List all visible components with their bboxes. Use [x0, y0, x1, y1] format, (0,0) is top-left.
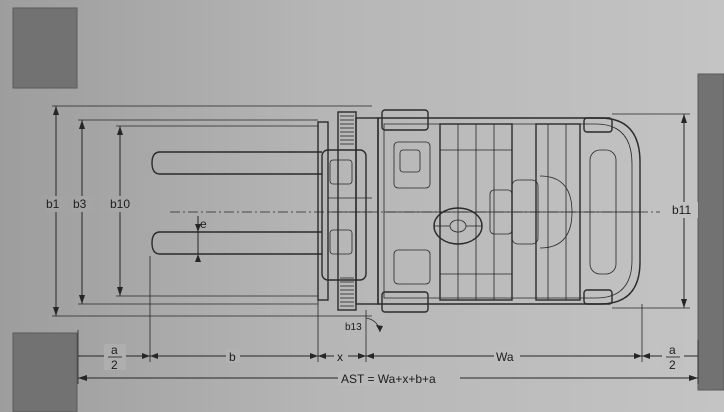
forks [151, 151, 322, 255]
fork-lower [151, 231, 322, 255]
label-b10: b10 [110, 197, 130, 211]
wall-block-top-left [12, 7, 78, 89]
label-b1: b1 [46, 197, 60, 211]
fork-carriage [317, 121, 372, 301]
dimension-e [195, 216, 201, 262]
front-wheel-lower [381, 291, 429, 313]
rear-wheel-upper [583, 117, 613, 133]
label-x: x [337, 350, 343, 364]
fork-upper [151, 151, 322, 175]
label-b3: b3 [73, 197, 87, 211]
label-a-half-right-num: a [669, 343, 676, 357]
rear-wheel-lower [583, 289, 613, 305]
label-a-half-left-den: 2 [111, 358, 118, 372]
dimension-row-bottom [78, 353, 698, 359]
label-a-half-left-num: a [111, 343, 118, 357]
label-b: b [229, 350, 236, 364]
truck-outline [377, 117, 641, 305]
dimension-b1 [52, 105, 372, 317]
label-b13: b13 [345, 322, 362, 333]
label-b11: b11 [672, 203, 691, 217]
front-wheel-upper [381, 109, 429, 131]
truck-body [377, 109, 641, 313]
label-e: e [200, 217, 207, 231]
wall-block-bottom-left [12, 332, 78, 412]
wall-block-right [697, 73, 724, 391]
label-ast-formula: AST = Wa+x+b+a [341, 372, 436, 386]
dimension-b13 [365, 317, 383, 333]
label-wa: Wa [496, 350, 514, 364]
label-a-half-right-den: 2 [669, 358, 676, 372]
